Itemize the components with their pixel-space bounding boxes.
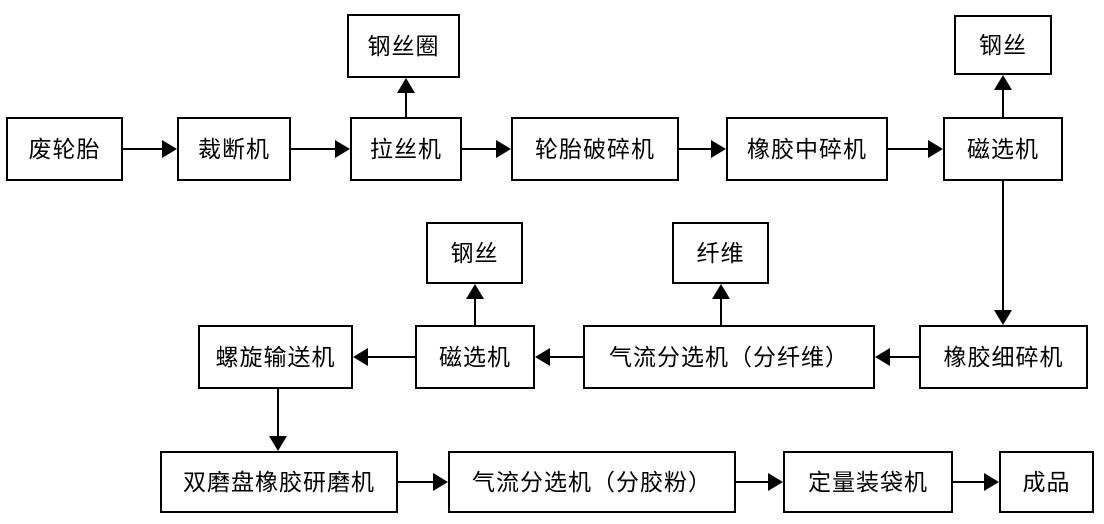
arrow-head-icon [162, 140, 177, 158]
flow-node-steel-wire-2: 钢丝 [426, 222, 523, 284]
flow-node-wire-drawing-machine: 拉丝机 [350, 117, 462, 181]
flow-node-air-separator-powder: 气流分选机（分胶粉） [448, 451, 736, 513]
arrow-head-icon [712, 284, 730, 299]
arrow-line [366, 356, 415, 358]
arrow-line [462, 148, 498, 150]
flow-node-tire-crusher: 轮胎破碎机 [511, 117, 679, 181]
flow-node-label-fiber: 纤维 [696, 240, 745, 266]
arrow-line [720, 297, 722, 325]
arrow-line [888, 356, 919, 358]
flow-node-label-air-separator-powder: 气流分选机（分胶粉） [472, 469, 712, 495]
arrow-head-icon [711, 140, 726, 158]
flow-arrow-left-8 [875, 348, 919, 366]
flow-arrow-right-15 [736, 473, 783, 491]
flow-arrow-up-6 [994, 75, 1012, 117]
flow-node-label-wire-drawing-machine: 拉丝机 [370, 136, 442, 162]
flow-arrow-right-14 [398, 473, 448, 491]
flow-node-rubber-medium-crusher: 橡胶中碎机 [726, 117, 888, 181]
flow-arrow-right-1 [291, 140, 350, 158]
arrow-line [123, 148, 164, 150]
flow-arrow-up-11 [466, 284, 484, 325]
arrow-head-icon [994, 310, 1012, 325]
arrow-line [953, 481, 986, 483]
flow-arrow-left-12 [353, 348, 415, 366]
arrow-head-icon [397, 78, 415, 93]
flow-node-magnetic-separator-2: 磁选机 [415, 325, 535, 389]
arrow-head-icon [466, 284, 484, 299]
flow-node-magnetic-separator-1: 磁选机 [943, 117, 1063, 181]
flow-node-label-waste-tire: 废轮胎 [28, 136, 101, 162]
arrow-head-icon [994, 75, 1012, 90]
arrow-line [405, 91, 407, 117]
arrow-line [291, 148, 337, 150]
flow-node-steel-wire-1: 钢丝 [954, 15, 1052, 75]
flow-node-label-tire-crusher: 轮胎破碎机 [535, 136, 655, 162]
arrow-head-icon [984, 473, 999, 491]
flow-node-steel-wire-ring: 钢丝圈 [347, 14, 460, 78]
flow-node-waste-tire: 废轮胎 [6, 117, 123, 181]
flow-arrow-right-5 [888, 140, 943, 158]
flow-arrow-right-16 [953, 473, 999, 491]
arrow-line [888, 148, 930, 150]
flow-node-label-rubber-fine-crusher: 橡胶细碎机 [943, 344, 1064, 370]
arrow-line [277, 389, 279, 438]
flow-node-label-steel-wire-ring: 钢丝圈 [367, 33, 440, 59]
arrow-head-icon [535, 348, 550, 366]
flow-node-double-disc-grinder: 双磨盘橡胶研磨机 [160, 451, 398, 513]
flow-arrow-right-4 [679, 140, 726, 158]
flow-node-label-air-separator-fiber: 气流分选机（分纤维） [609, 344, 849, 370]
arrow-head-icon [269, 436, 287, 451]
arrow-line [679, 148, 713, 150]
arrow-head-icon [768, 473, 783, 491]
arrow-line [474, 297, 476, 325]
flow-node-finished-product: 成品 [999, 451, 1094, 513]
flow-arrow-right-0 [123, 140, 177, 158]
arrow-head-icon [928, 140, 943, 158]
flow-node-fiber: 纤维 [672, 222, 769, 284]
flow-node-label-magnetic-separator-1: 磁选机 [967, 136, 1039, 162]
arrow-line [736, 481, 770, 483]
flow-node-air-separator-fiber: 气流分选机（分纤维） [583, 325, 875, 389]
arrow-line [398, 481, 435, 483]
flow-node-label-steel-wire-2: 钢丝 [450, 240, 499, 266]
flow-node-bagging-machine: 定量装袋机 [783, 451, 953, 513]
flow-node-rubber-fine-crusher: 橡胶细碎机 [919, 325, 1088, 389]
flow-node-label-magnetic-separator-2: 磁选机 [439, 344, 511, 370]
flow-arrow-down-13 [269, 389, 287, 451]
flow-node-label-double-disc-grinder: 双磨盘橡胶研磨机 [183, 469, 375, 495]
flow-node-label-cutting-machine: 裁断机 [198, 136, 270, 162]
flow-node-screw-conveyor: 螺旋输送机 [198, 325, 353, 389]
arrow-line [548, 356, 583, 358]
flow-arrow-up-9 [712, 284, 730, 325]
flow-node-label-steel-wire-1: 钢丝 [979, 32, 1027, 58]
flow-arrow-left-10 [535, 348, 583, 366]
flow-node-label-rubber-medium-crusher: 橡胶中碎机 [747, 136, 867, 162]
flow-arrow-right-3 [462, 140, 511, 158]
flow-node-cutting-machine: 裁断机 [177, 117, 291, 181]
flow-node-label-screw-conveyor: 螺旋输送机 [215, 344, 336, 370]
arrow-line [1002, 88, 1004, 117]
flow-node-label-finished-product: 成品 [1022, 469, 1071, 495]
arrow-head-icon [875, 348, 890, 366]
arrow-head-icon [353, 348, 368, 366]
arrow-line [1002, 181, 1004, 312]
flow-node-label-bagging-machine: 定量装袋机 [808, 469, 928, 495]
arrow-head-icon [433, 473, 448, 491]
flow-arrow-up-2 [397, 78, 415, 117]
arrow-head-icon [335, 140, 350, 158]
flow-arrow-down-7 [994, 181, 1012, 325]
arrow-head-icon [496, 140, 511, 158]
